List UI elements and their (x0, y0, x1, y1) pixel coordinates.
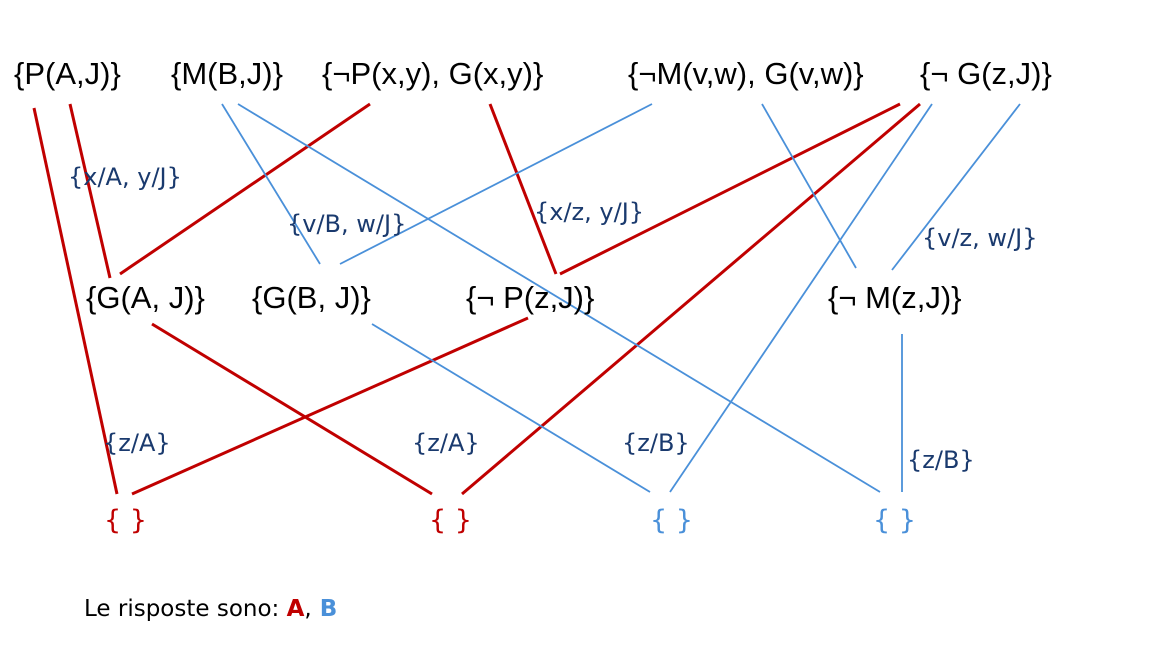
substitution-label: {z/A} (103, 429, 171, 457)
substitution-label: {x/z, y/J} (534, 198, 645, 226)
substitution-label: {z/A} (412, 429, 480, 457)
edge-red (488, 103, 558, 275)
empty-clause-blue: { } (650, 505, 693, 536)
edge-red (68, 103, 112, 279)
clause-not-p-z-j: {¬ P(z,J)} (466, 280, 595, 315)
empty-clause-red: { } (104, 505, 147, 536)
answer-line: Le risposte sono: A, B (84, 596, 337, 622)
answer-prefix: Le risposte sono: (84, 596, 287, 622)
edge-red (151, 322, 433, 496)
substitution-label: {v/z, w/J} (922, 224, 1038, 252)
edge-red (461, 102, 921, 496)
substitution-label: {v/B, w/J} (287, 210, 407, 238)
edge-blue (339, 103, 653, 265)
edge-red (559, 102, 901, 276)
clause-m-b-j: {M(B,J)} (171, 56, 283, 91)
edge-blue (891, 103, 1021, 271)
answer-a: A (286, 596, 305, 622)
edge-blue (237, 103, 881, 493)
edge-red (131, 316, 529, 496)
edge-blue (761, 103, 857, 269)
clause-not-m-z-j: {¬ M(z,J)} (828, 280, 962, 315)
edge-blue (669, 103, 933, 493)
clause-not-m-v-w-or-g-v-w: {¬M(v,w), G(v,w)} (628, 56, 864, 91)
edge-red (32, 107, 119, 495)
substitution-label: {z/B} (907, 446, 975, 474)
clause-g-b-j: {G(B, J)} (252, 280, 371, 315)
answer-separator: , (304, 596, 312, 622)
empty-clause-blue: { } (873, 505, 916, 536)
clause-g-a-j: {G(A, J)} (86, 280, 205, 315)
substitution-label: {z/B} (622, 429, 690, 457)
edge-red (119, 102, 371, 276)
clause-not-g-z-j: {¬ G(z,J)} (920, 56, 1052, 91)
answer-b: B (311, 596, 338, 622)
edge-blue (371, 323, 651, 493)
clause-not-p-x-y-or-g-x-y: {¬P(x,y), G(x,y)} (322, 56, 544, 91)
clause-p-a-j: {P(A,J)} (14, 56, 121, 91)
substitution-label: {x/A, y/J} (68, 163, 182, 191)
empty-clause-red: { } (429, 505, 472, 536)
edge-blue (221, 103, 321, 265)
